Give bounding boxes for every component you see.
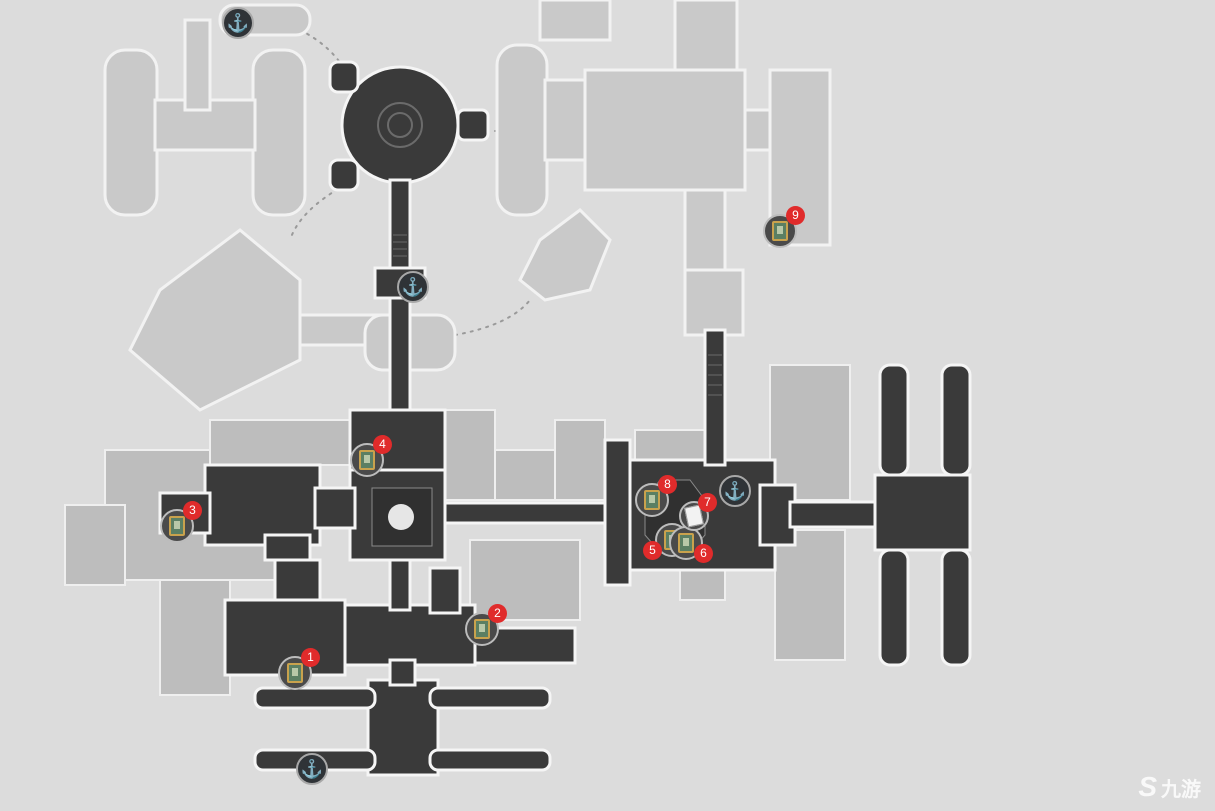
book-icon [169, 516, 185, 536]
collectible-marker-7[interactable]: 7 [679, 493, 717, 531]
stairs [393, 234, 722, 396]
teleport-anchor-icon[interactable]: ⚓ [397, 271, 429, 303]
book-icon [359, 450, 375, 470]
marker-number-badge: 4 [373, 435, 392, 454]
marker-number-badge: 5 [643, 541, 662, 560]
watermark-text: 九游 [1161, 778, 1201, 801]
marker-number-badge: 7 [698, 493, 717, 512]
teleport-glyph-icon: ⚓ [723, 481, 747, 501]
teleport-glyph-icon: ⚓ [300, 759, 324, 779]
teleport-anchor-icon[interactable]: ⚓ [222, 7, 254, 39]
marker-number-badge: 2 [488, 604, 507, 623]
teleport-anchor-icon[interactable]: ⚓ [296, 753, 328, 785]
book-icon [678, 533, 694, 553]
teleport-glyph-icon: ⚓ [401, 277, 425, 297]
marker-number-badge: 3 [183, 501, 202, 520]
book-icon [474, 619, 490, 639]
east-wing-light [495, 0, 832, 337]
teleport-anchor-icon[interactable]: ⚓ [719, 475, 751, 507]
collectible-marker-8[interactable]: 8 [635, 475, 677, 517]
site-watermark: S 九游 [1138, 771, 1201, 803]
collectible-marker-4[interactable]: 4 [350, 435, 392, 477]
marker-number-badge: 1 [301, 648, 320, 667]
book-icon [772, 221, 788, 241]
teleport-glyph-icon: ⚓ [226, 13, 250, 33]
book-icon [644, 490, 660, 510]
collectible-marker-2[interactable]: 2 [465, 604, 507, 646]
collectible-marker-9[interactable]: 9 [763, 206, 805, 248]
marker-number-badge: 9 [786, 206, 805, 225]
connection-path [454, 299, 531, 336]
watermark-logo-icon: S [1138, 771, 1157, 802]
marker-number-badge: 6 [694, 544, 713, 563]
collectible-marker-3[interactable]: 3 [160, 501, 202, 543]
collectible-marker-6[interactable]: 6 [669, 526, 713, 563]
marker-number-badge: 8 [658, 475, 677, 494]
book-icon [287, 663, 303, 683]
collectible-marker-1[interactable]: 1 [278, 648, 320, 690]
